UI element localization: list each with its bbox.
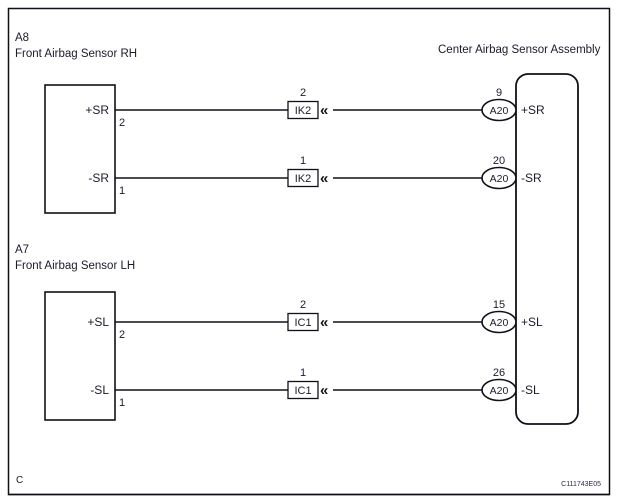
connector-label-a20-sr-plus: A20 [490,105,509,117]
ecu-pin-number-20: 20 [493,155,505,167]
terminal-label-sr-plus: +SR [85,103,109,117]
connector-label-a20-sr-minus: A20 [490,173,509,185]
sensor-box-a8 [44,84,116,214]
junction-pin-ik2-2: 2 [300,87,306,99]
corner-mark: C [16,475,23,486]
pin-number-a8-1: 1 [119,185,125,197]
junction-pin-ic1-2: 2 [300,299,306,311]
ecu-pin-number-26: 26 [493,367,505,379]
junction-pin-ik2-1: 1 [300,155,306,167]
block-name-a8: Front Airbag Sensor RH [15,48,137,60]
junction-box-ic1-1 [287,380,319,400]
ecu-terminal-label-sl-plus: +SL [521,315,543,329]
connector-label-a20-sl-plus: A20 [490,317,509,329]
ecu-title: Center Airbag Sensor Assembly [438,44,601,56]
terminal-label-sl-plus: +SL [87,315,109,329]
chevron-icon-sr-plus: « [320,102,328,119]
block-code-a7: A7 [15,244,29,256]
junction-pin-ic1-1: 1 [300,367,306,379]
ecu-terminal-label-sl-minus: -SL [521,383,540,397]
pin-number-a7-1: 1 [119,397,125,409]
connector-a20-sr-plus [481,98,517,122]
figure-code: C111743E05 [561,481,601,488]
junction-label-ik2-1: IK2 [295,173,312,185]
junction-box-ik2-2 [287,100,319,120]
junction-box-ic1-2 [287,312,319,332]
chevron-icon-sr-minus: « [320,170,328,187]
junction-label-ic1-2: IC1 [294,317,311,329]
block-name-a7: Front Airbag Sensor LH [15,260,135,272]
ecu-terminal-label-sr-plus: +SR [521,103,545,117]
ecu-terminal-label-sr-minus: -SR [521,171,542,185]
connector-label-a20-sl-minus: A20 [490,385,509,397]
chevron-icon-sl-minus: « [320,382,328,399]
chevron-icon-sl-plus: « [320,314,328,331]
connector-a20-sl-plus [481,310,517,334]
sensor-box-a7 [44,291,116,421]
junction-label-ik2-2: IK2 [295,105,312,117]
pin-number-a7-2: 2 [119,329,125,341]
junction-label-ic1-1: IC1 [294,385,311,397]
ecu-pin-number-9: 9 [496,87,502,99]
pin-number-a8-2: 2 [119,117,125,129]
terminal-label-sr-minus: -SR [88,171,109,185]
connector-a20-sl-minus [481,378,517,402]
block-code-a8: A8 [15,32,29,44]
junction-box-ik2-1 [287,168,319,188]
terminal-label-sl-minus: -SL [90,383,109,397]
ecu-pin-number-15: 15 [493,299,505,311]
connector-a20-sr-minus [481,166,517,190]
ecu-body [515,73,579,425]
